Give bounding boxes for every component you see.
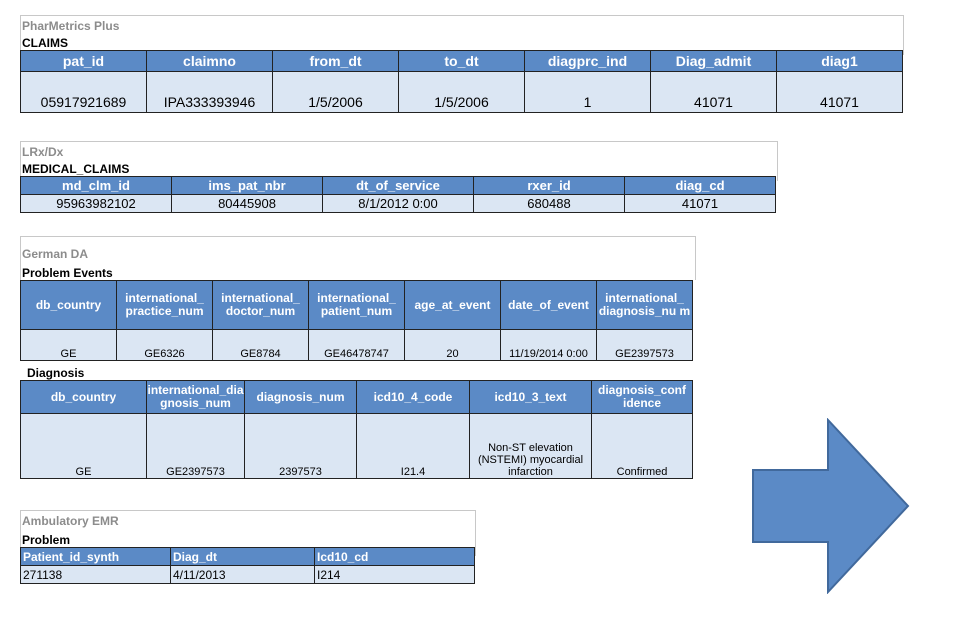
column-header: from_dt (272, 50, 399, 72)
column-header: to_dt (398, 50, 525, 72)
column-header: claimno (146, 50, 273, 72)
table-cell: GE (20, 413, 147, 479)
lrx-section: LRx/Dx MEDICAL_CLAIMS md_clm_id ims_pat_… (20, 145, 776, 213)
column-header: icd10_4_code (356, 380, 470, 414)
table-cell: GE8784 (212, 329, 309, 361)
column-header: diag1 (776, 50, 903, 72)
problem-events-title: Problem Events (22, 266, 113, 280)
problem-table: Patient_id_synth Diag_dt Icd10_cd 271138… (20, 547, 475, 584)
diagnosis-title: Diagnosis (27, 366, 85, 380)
medical-claims-table: md_clm_id ims_pat_nbr dt_of_service rxer… (20, 176, 776, 213)
table-cell: 95963982102 (20, 194, 172, 213)
emr-table-name: Problem (22, 533, 71, 547)
table-cell: 41071 (776, 71, 903, 113)
table-cell: GE2397573 (596, 329, 693, 361)
table-cell: 41071 (650, 71, 777, 113)
table-header-row: Patient_id_synth Diag_dt Icd10_cd (20, 547, 475, 566)
table-cell: 1/5/2006 (272, 71, 399, 113)
lrx-source-label: LRx/Dx (22, 145, 64, 159)
table-row: 05917921689 IPA333393946 1/5/2006 1/5/20… (20, 71, 903, 113)
table-cell: GE2397573 (146, 413, 245, 479)
column-header: ims_pat_nbr (171, 176, 323, 195)
column-header: dt_of_service (322, 176, 474, 195)
table-cell: 80445908 (171, 194, 323, 213)
lrx-frame (20, 141, 778, 181)
emr-frame (20, 510, 476, 556)
table-cell: 2397573 (244, 413, 357, 479)
table-cell: 1/5/2006 (398, 71, 525, 113)
diagnosis-table: db_country international_dia gnosis_num … (20, 380, 693, 479)
column-header: international_ doctor_num (212, 280, 309, 330)
table-cell: IPA333393946 (146, 71, 273, 113)
column-header: Icd10_cd (314, 547, 475, 566)
table-cell: 1 (524, 71, 651, 113)
column-header: pat_id (20, 50, 147, 72)
german-source-label: German DA (22, 247, 89, 261)
emr-source-label: Ambulatory EMR (22, 514, 119, 528)
table-cell: Confirmed (591, 413, 693, 479)
column-header: age_at_event (404, 280, 501, 330)
table-row: GE GE2397573 2397573 I21.4 Non-ST elevat… (20, 413, 693, 479)
column-header: diagnosis_num (244, 380, 357, 414)
column-header: db_country (20, 280, 117, 330)
column-header: md_clm_id (20, 176, 172, 195)
table-cell: 20 (404, 329, 501, 361)
column-header: Diag_dt (170, 547, 315, 566)
table-cell: GE (20, 329, 117, 361)
pharmetrics-table-name: CLAIMS (22, 36, 68, 50)
pharmetrics-source-label: PharMetrics Plus (22, 19, 120, 33)
column-header: international_ patient_num (308, 280, 405, 330)
table-cell: 4/11/2013 (170, 565, 315, 584)
table-cell: I21.4 (356, 413, 470, 479)
table-header-row: db_country international_ practice_num i… (20, 280, 693, 330)
column-header: rxer_id (473, 176, 625, 195)
german-section: German DA Problem Events db_country inte… (20, 247, 693, 479)
column-header: diagprc_ind (524, 50, 651, 72)
table-cell: 680488 (473, 194, 625, 213)
table-row: 271138 4/11/2013 I214 (20, 565, 475, 584)
column-header: diag_cd (624, 176, 776, 195)
claims-table: pat_id claimno from_dt to_dt diagprc_ind… (20, 50, 903, 113)
table-cell: Non-ST elevation (NSTEMI) myocardial inf… (469, 413, 592, 479)
table-header-row: db_country international_dia gnosis_num … (20, 380, 693, 414)
lrx-table-name: MEDICAL_CLAIMS (22, 162, 130, 176)
column-header: Patient_id_synth (20, 547, 171, 566)
column-header: icd10_3_text (469, 380, 592, 414)
right-arrow-icon (752, 418, 910, 594)
table-cell: 8/1/2012 0:00 (322, 194, 474, 213)
column-header: international_ practice_num (116, 280, 213, 330)
table-cell: I214 (314, 565, 475, 584)
column-header: Diag_admit (650, 50, 777, 72)
pharmetrics-frame (20, 15, 904, 55)
table-row: GE GE6326 GE8784 GE46478747 20 11/19/201… (20, 329, 693, 361)
table-cell: GE6326 (116, 329, 213, 361)
table-cell: 41071 (624, 194, 776, 213)
problem-events-table: db_country international_ practice_num i… (20, 280, 693, 361)
column-header: date_of_event (500, 280, 597, 330)
column-header: diagnosis_conf idence (591, 380, 693, 414)
table-cell: 11/19/2014 0:00 (500, 329, 597, 361)
emr-section: Ambulatory EMR Problem Patient_id_synth … (20, 514, 475, 584)
pharmetrics-section: PharMetrics Plus CLAIMS pat_id claimno f… (20, 19, 903, 113)
table-cell: 05917921689 (20, 71, 147, 113)
column-header: international_dia gnosis_num (146, 380, 245, 414)
table-cell: GE46478747 (308, 329, 405, 361)
table-cell: 271138 (20, 565, 171, 584)
column-header: international_ diagnosis_nu m (596, 280, 693, 330)
table-header-row: pat_id claimno from_dt to_dt diagprc_ind… (20, 50, 903, 72)
table-row: 95963982102 80445908 8/1/2012 0:00 68048… (20, 194, 776, 213)
table-header-row: md_clm_id ims_pat_nbr dt_of_service rxer… (20, 176, 776, 195)
german-frame (20, 236, 696, 280)
column-header: db_country (20, 380, 147, 414)
